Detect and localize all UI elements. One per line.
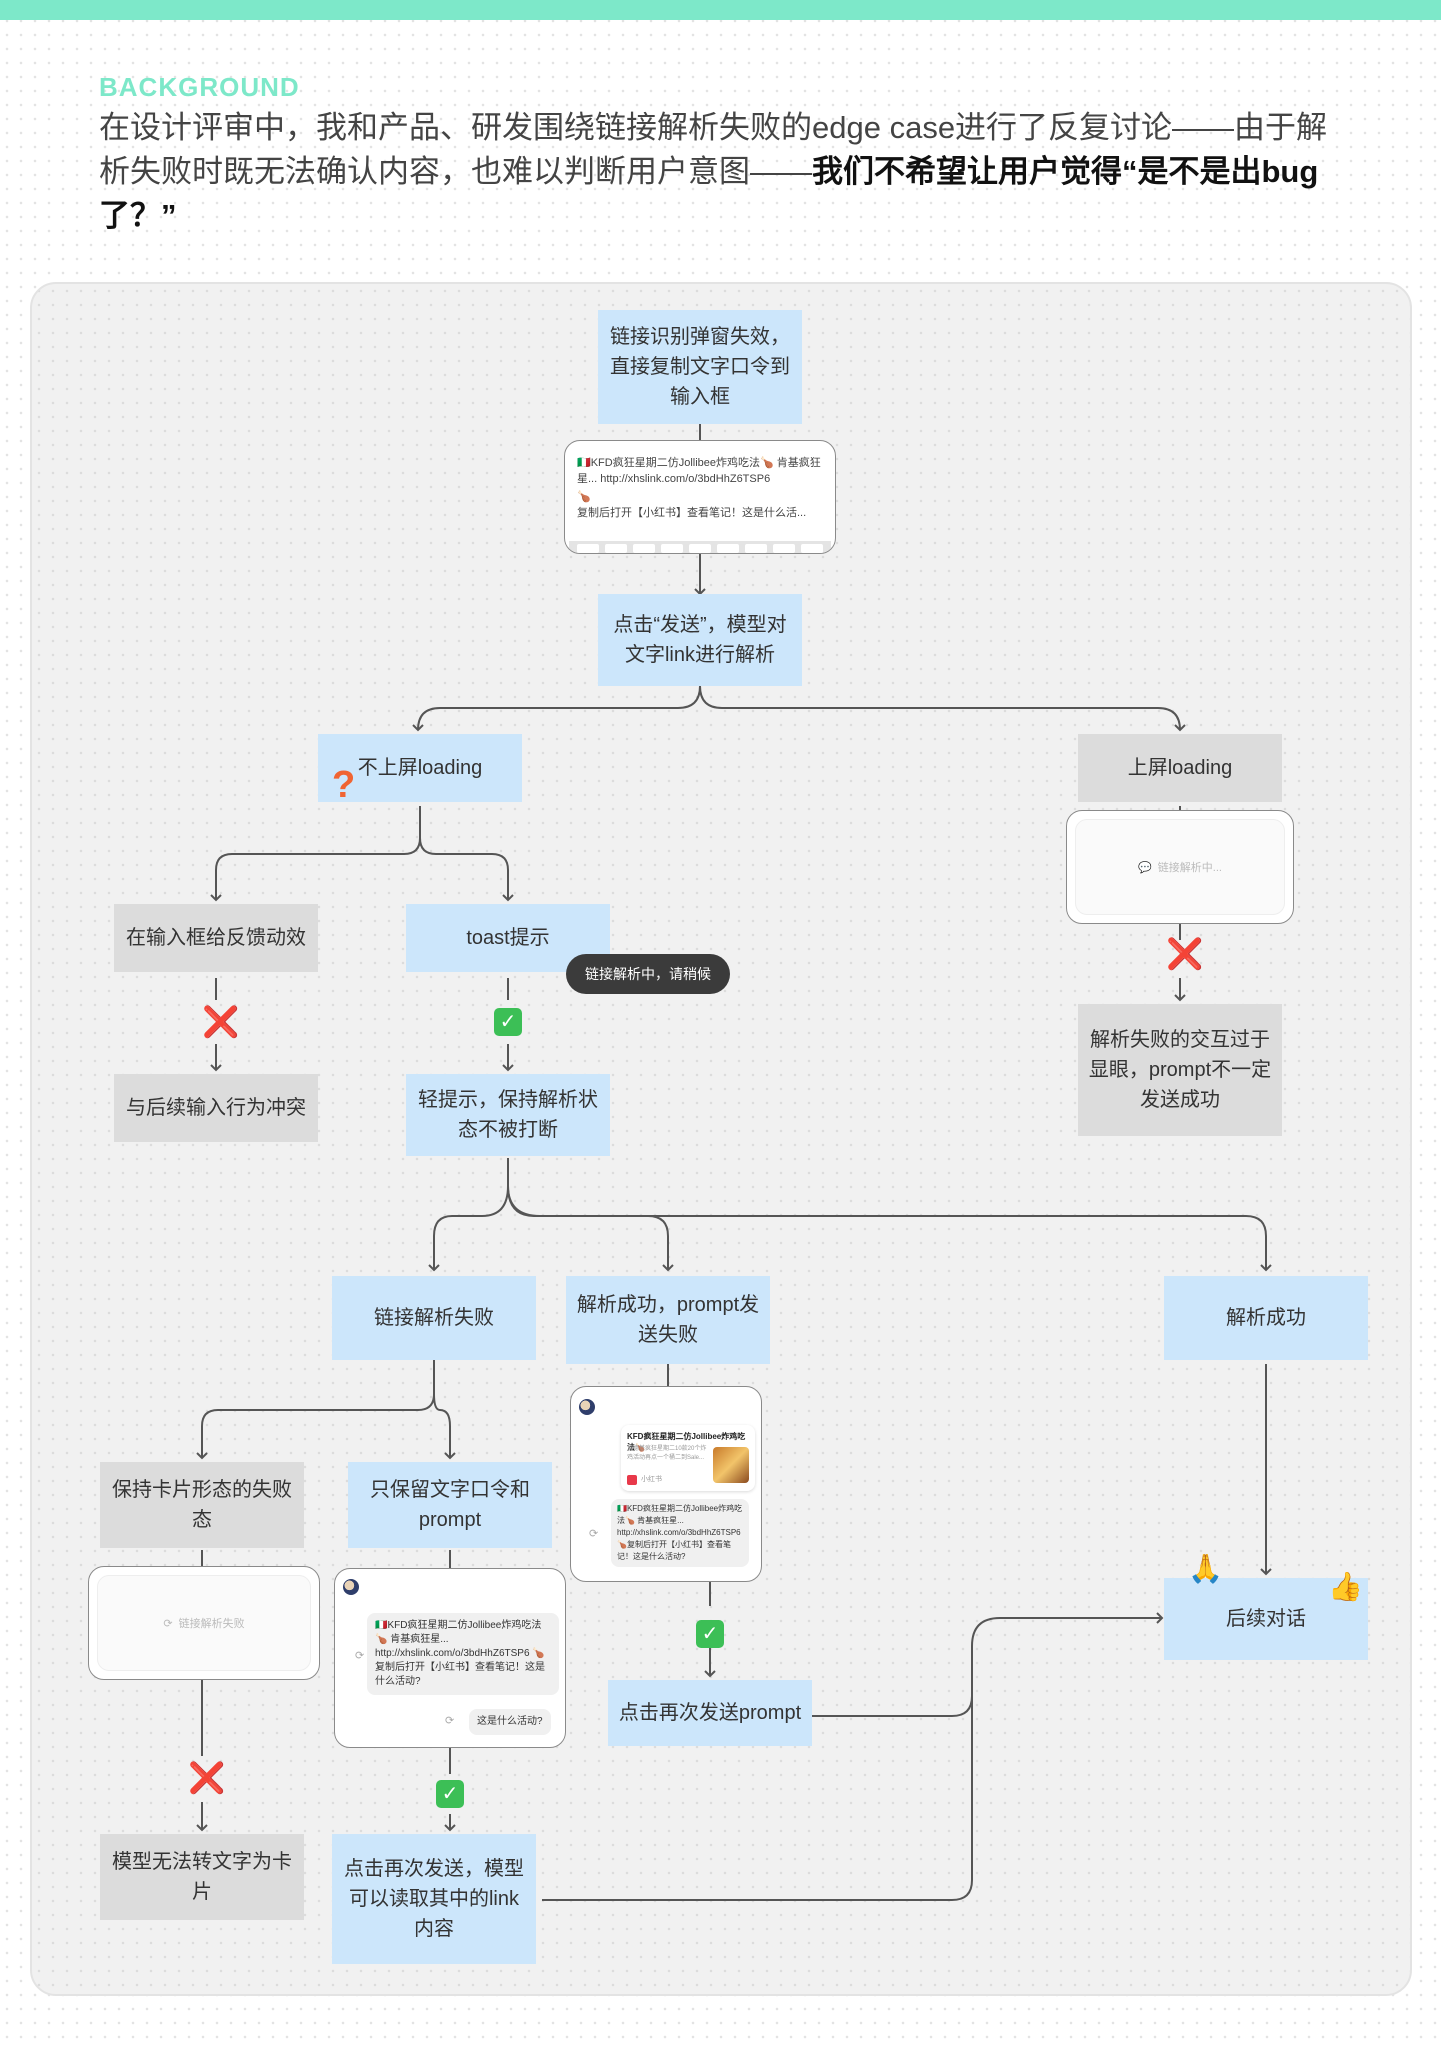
card-message-mockup: KFD疯狂星期二仿Jollibee炸鸡吃法🍗 肯德基疯狂星期二10款20个炸鸡活…: [570, 1386, 762, 1582]
chat-icon: 💬: [1138, 861, 1152, 874]
fail-card: ⟳ 链接解析失败: [97, 1575, 311, 1671]
node-parse-ok: 解析成功: [1164, 1276, 1368, 1360]
node-light-hint: 轻提示，保持解析状态不被打断: [406, 1074, 610, 1156]
node-resend-prompt: 点击再次发送prompt: [608, 1680, 812, 1746]
intro-paragraph: 在设计评审中，我和产品、研发围绕链接解析失败的edge case进行了反复讨论—…: [99, 106, 1349, 238]
toast-message: 链接解析中，请稍候: [566, 954, 730, 994]
check-icon: ✓: [436, 1780, 464, 1808]
input-text-line2: 🍗: [577, 491, 591, 503]
node-conflict: 与后续输入行为冲突: [114, 1074, 318, 1142]
link-card-source: 小红书: [641, 1476, 662, 1483]
node-toast: toast提示: [406, 904, 610, 972]
top-accent-bar: [0, 0, 1441, 20]
fail-label: 链接解析失败: [178, 1618, 245, 1630]
avatar: [579, 1399, 595, 1415]
refresh-icon: ⟳: [163, 1617, 173, 1630]
link-card-desc: 肯德基疯狂星期二10款20个炸鸡活动再点一个桶二到Sale...: [627, 1446, 707, 1461]
node-card-fail: 模型无法转文字为卡片: [100, 1834, 304, 1920]
link-card: KFD疯狂星期二仿Jollibee炸鸡吃法🍗 肯德基疯狂星期二10款20个炸鸡活…: [621, 1425, 755, 1491]
question-bubble: 这是什么活动?: [469, 1709, 551, 1735]
node-no-loading: 不上屏loading: [318, 734, 522, 802]
avatar: [343, 1579, 359, 1595]
node-keep-text: 只保留文字口令和prompt: [348, 1462, 552, 1548]
cross-icon: ❌: [202, 1006, 240, 1039]
pray-icon: 🙏: [1188, 1553, 1223, 1584]
loading-bubble: 💬 链接解析中...: [1075, 819, 1285, 915]
intro-emphasis: 我们不希望让用户觉得“是不是出bug了？”: [99, 154, 1319, 233]
node-start: 链接识别弹窗失效，直接复制文字口令到输入框: [598, 310, 802, 424]
fail-card-mockup: ⟳ 链接解析失败: [88, 1566, 320, 1680]
retry-icon[interactable]: ⟳: [355, 1650, 365, 1662]
loading-bubble-mockup: 💬 链接解析中...: [1066, 810, 1294, 924]
question-mark-icon: ?: [332, 764, 356, 806]
node-continue: 后续对话: [1164, 1578, 1368, 1660]
input-text-line3: 复制后打开【小红书】查看笔记！这是什么活...: [577, 507, 807, 519]
text-message-mockup: 🇮🇹KFD疯狂星期二仿Jollibee炸鸡吃法🍗 肯基疯狂星... http:/…: [334, 1568, 566, 1748]
node-link-fail: 链接解析失败: [332, 1276, 536, 1360]
thumbs-up-icon: 👍: [1328, 1571, 1363, 1602]
node-resend-read: 点击再次发送，模型可以读取其中的link内容: [332, 1834, 536, 1964]
intro-text: 在设计评审中，我和产品、研发围绕链接解析失败的edge case进行了反复讨论—…: [99, 110, 1328, 189]
node-loading-fail: 解析失败的交互过于显眼，prompt不一定发送成功: [1078, 1004, 1282, 1136]
keyboard-strip: [569, 541, 831, 553]
retry-icon-2[interactable]: ⟳: [445, 1715, 455, 1727]
cross-icon: ❌: [188, 1762, 226, 1795]
input-text-line1: 🇮🇹KFD疯狂星期二仿Jollibee炸鸡吃法🍗 肯基疯狂星... http:/…: [577, 457, 821, 485]
food-thumbnail: [713, 1447, 749, 1483]
text-message-bubble: 🇮🇹KFD疯狂星期二仿Jollibee炸鸡吃法🍗 肯基疯狂星... http:/…: [367, 1613, 559, 1695]
section-heading: BACKGROUND: [99, 72, 300, 102]
check-icon: ✓: [494, 1008, 522, 1036]
link-card-title: KFD疯狂星期二仿Jollibee炸鸡吃法🍗: [627, 1432, 746, 1452]
input-box-mockup: 🇮🇹KFD疯狂星期二仿Jollibee炸鸡吃法🍗 肯基疯狂星... http:/…: [564, 440, 836, 554]
text-message-bubble: 🇮🇹KFD疯狂星期二仿Jollibee炸鸡吃法🍗 肯基疯狂星... http:/…: [611, 1499, 749, 1567]
cross-icon: ❌: [1166, 938, 1204, 971]
node-input-feedback: 在输入框给反馈动效: [114, 904, 318, 972]
xiaohongshu-logo: [627, 1475, 637, 1485]
check-icon: ✓: [696, 1620, 724, 1648]
node-prompt-fail: 解析成功，prompt发送失败: [566, 1276, 770, 1364]
node-keep-card: 保持卡片形态的失败态: [100, 1462, 304, 1548]
loading-label: 链接解析中...: [1157, 862, 1222, 874]
node-send: 点击“发送”，模型对文字link进行解析: [598, 594, 802, 686]
retry-icon[interactable]: ⟳: [589, 1528, 599, 1540]
node-loading: 上屏loading: [1078, 734, 1282, 802]
